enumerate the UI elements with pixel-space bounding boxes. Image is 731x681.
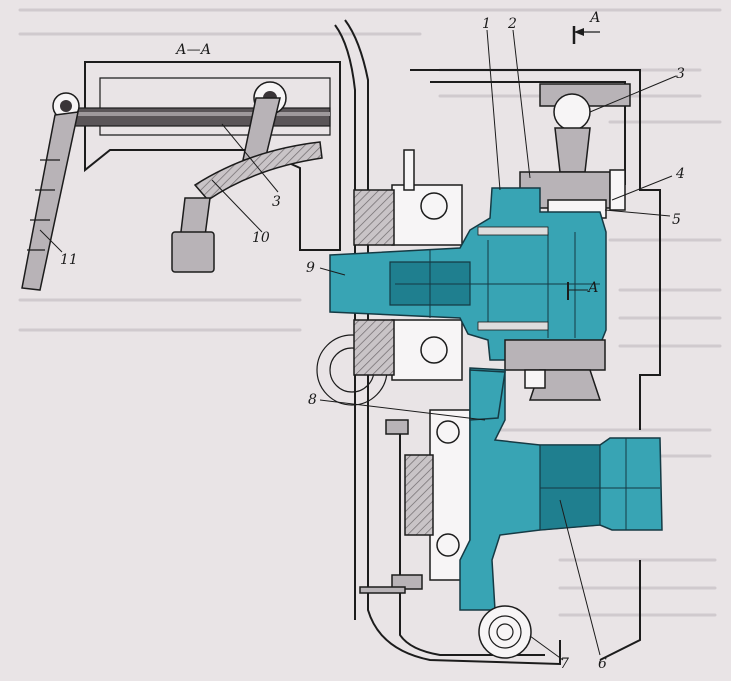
section-marker-a: А bbox=[572, 10, 601, 44]
callout-11: 11 bbox=[60, 252, 78, 268]
shift-rod bbox=[59, 107, 331, 127]
upper-bearing-ball bbox=[420, 192, 448, 220]
callout-left-3: 3 bbox=[272, 194, 281, 210]
callout-5: 5 bbox=[672, 212, 681, 228]
bottom-gear-7 bbox=[478, 605, 532, 659]
leader-lines bbox=[39, 29, 677, 661]
main-section-view bbox=[316, 19, 663, 666]
callout-6: 6 bbox=[598, 656, 607, 672]
callout-1: 1 bbox=[482, 16, 491, 32]
callout-4: 4 bbox=[675, 166, 685, 182]
callout-2: 2 bbox=[507, 16, 517, 32]
callout-8: 8 bbox=[308, 392, 317, 408]
section-cut-a: А bbox=[567, 280, 599, 300]
bevel-gear-8 bbox=[469, 369, 506, 421]
hand-lever-11 bbox=[21, 111, 79, 291]
callout-10: 10 bbox=[252, 230, 270, 246]
lower-bearing-ball bbox=[420, 336, 448, 364]
section-view-a-a bbox=[21, 61, 341, 291]
section-cut-label: А bbox=[587, 280, 599, 296]
gear-lower bbox=[504, 339, 606, 371]
bolt bbox=[391, 574, 423, 590]
section-marker-label: А bbox=[589, 10, 601, 26]
callout-7: 7 bbox=[560, 656, 569, 672]
detent-block bbox=[171, 231, 215, 273]
callout-3: 3 bbox=[676, 66, 685, 82]
section-title: А—А bbox=[175, 42, 211, 58]
callout-9: 9 bbox=[306, 260, 315, 276]
selector-arc-10 bbox=[193, 141, 323, 201]
